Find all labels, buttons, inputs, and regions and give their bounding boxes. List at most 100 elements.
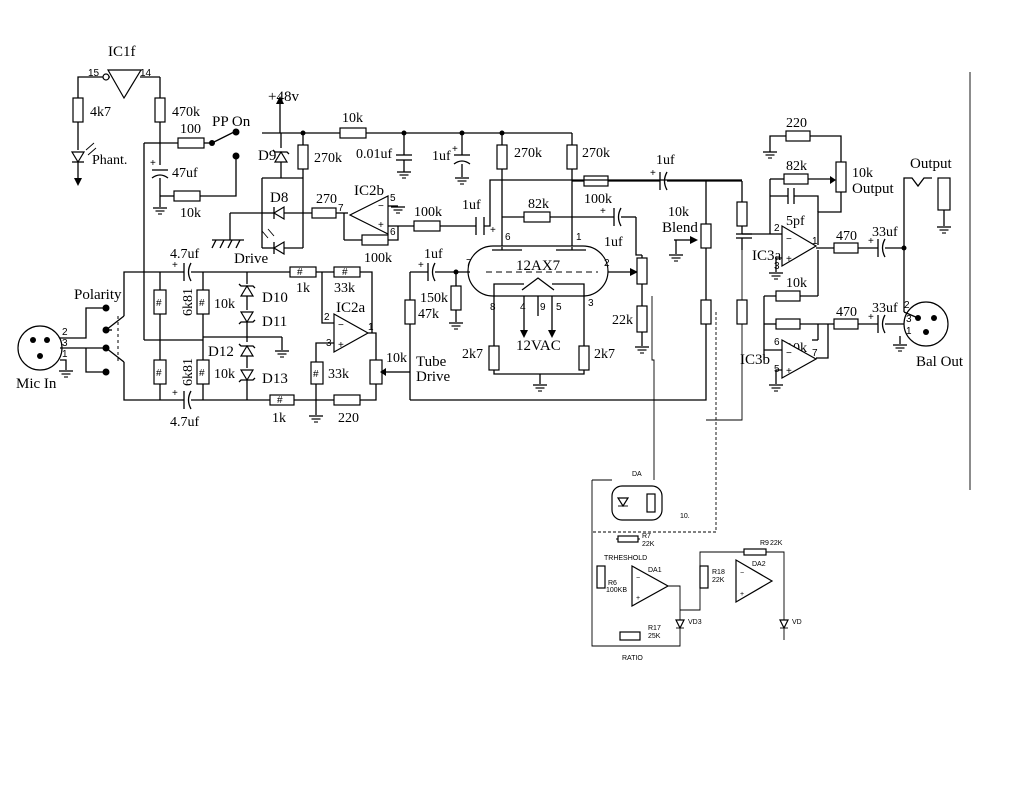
ic2b-pin7: 7 <box>338 203 344 214</box>
c1uf-out-label: 1uf <box>656 153 675 168</box>
xlr-out-pin1: 1 <box>906 326 912 337</box>
r82k-top-label: 82k <box>786 159 807 174</box>
resistor-270k-b <box>496 144 508 170</box>
bal-out-label: Bal Out <box>916 354 964 370</box>
r6k81-a-label: 6k81 <box>181 288 196 316</box>
threshold-label: TRHESHOLD <box>604 555 647 562</box>
xlr-out-pin3: 3 <box>906 314 912 325</box>
r1k-bot-label: 1k <box>272 411 286 426</box>
opamp-ic3b: − + <box>781 338 818 380</box>
resistor-1k-top <box>289 266 317 278</box>
resistor-22k <box>636 305 648 333</box>
resistor-470-a <box>833 242 859 254</box>
resistor-270k-c <box>566 144 578 170</box>
c1uf-grid-label: 1uf <box>424 247 443 262</box>
r10k-tube-label: 10k <box>386 351 407 366</box>
xlr-in-pin1: 1 <box>62 349 68 360</box>
d9-label: D9 <box>258 148 276 164</box>
r4k7-label: 4k7 <box>90 105 111 120</box>
ic2b-pin5: 5 <box>390 193 396 204</box>
ten-label: 10. <box>680 513 690 520</box>
tube-pin1: 1 <box>576 232 582 243</box>
svg-text:+: + <box>868 312 874 323</box>
pp-on-label: PP On <box>212 114 251 130</box>
tube-pin4: 4 <box>520 302 526 313</box>
r10k-a-label: 10k <box>214 297 235 312</box>
svg-text:+: + <box>172 260 178 271</box>
tube-pin8: 8 <box>490 302 496 313</box>
tube-drive-label-2: Drive <box>416 369 450 385</box>
xlr-in-pin2: 2 <box>62 327 68 338</box>
d8-label: D8 <box>270 190 288 206</box>
r17-label: R17 <box>648 625 661 632</box>
d13-label: D13 <box>262 371 288 387</box>
potentiometer-tube-out <box>636 257 648 285</box>
resistor-82k-top <box>783 173 809 185</box>
svg-text:+: + <box>740 591 744 598</box>
r6-label: R6 <box>608 580 617 587</box>
resistor-33k-bot <box>310 361 324 385</box>
phant-label: Phant. <box>92 153 127 168</box>
svg-text:#: # <box>199 368 205 379</box>
svg-text:+: + <box>868 236 874 247</box>
r470k-label: 470k <box>172 105 200 120</box>
ic3a-pin1: 1 <box>812 236 818 247</box>
c33uf-b-label: 33uf <box>872 301 898 316</box>
r10k-ic3-label: 10k <box>786 276 807 291</box>
heater-label: 12VAC <box>516 338 561 354</box>
svg-text:−: − <box>338 320 344 331</box>
ic3a-label: IC3a <box>752 248 782 264</box>
led-d8 <box>272 205 285 221</box>
resistor-270k-a <box>297 144 309 170</box>
r22k-label: 22k <box>612 313 633 328</box>
tube-pin3: 3 <box>588 298 594 309</box>
ic1f-pin14: 14 <box>140 68 152 79</box>
svg-text:+: + <box>172 388 178 399</box>
c1uf-mid-label: 1uf <box>604 235 623 250</box>
ic3a-pin2: 2 <box>774 223 780 234</box>
c5pf-label: 5pf <box>786 214 805 229</box>
xlr-in-pin3: 3 <box>62 338 68 349</box>
output-header-label: Output <box>910 156 953 172</box>
svg-text:+: + <box>636 595 640 602</box>
xlr-connector-out <box>903 301 949 347</box>
r10k-b-label: 10k <box>214 367 235 382</box>
r9-label: R9 <box>760 540 769 547</box>
r1k-top-label: 1k <box>296 281 310 296</box>
resistor-220-top <box>785 130 811 142</box>
blend-label: Blend <box>662 220 698 236</box>
capacitor-47uf <box>151 169 169 179</box>
ic2b-label: IC2b <box>354 183 384 199</box>
r470-a-label: 470 <box>836 229 857 244</box>
r7-value: 22K <box>642 541 655 548</box>
r270k-c-label: 270k <box>582 146 610 161</box>
resistor-blend-low <box>700 299 712 325</box>
svg-text:#: # <box>156 368 162 379</box>
tube-drive-label-1: Tube <box>416 354 447 370</box>
svg-text:−: − <box>786 234 792 245</box>
r82k-mid-label: 82k <box>528 197 549 212</box>
resistor-10k-ic3b <box>775 318 801 330</box>
resistor-220-bot <box>333 394 361 406</box>
resistor-2k7-b <box>578 345 590 371</box>
resistor-270 <box>311 207 337 219</box>
da2-label: DA2 <box>752 561 766 568</box>
opamp-ic2b: − + <box>348 195 389 235</box>
jack-output <box>937 177 951 211</box>
resistor-4k7 <box>72 97 84 123</box>
resistor-ic3a-low <box>736 299 748 325</box>
r2k7-a-label: 2k7 <box>462 347 483 362</box>
ic1f-label: IC1f <box>108 44 136 60</box>
svg-text:−: − <box>378 201 384 212</box>
resistor-100 <box>177 137 205 149</box>
resistor-100k-b <box>583 175 609 187</box>
xlr-out-pin2: 2 <box>904 300 910 311</box>
c1uf-a-label: 1uf <box>462 198 481 213</box>
d11-label: D11 <box>262 314 287 330</box>
r7-label: R7 <box>642 533 651 540</box>
r18-label: R18 <box>712 569 725 576</box>
polarity-switch[interactable] <box>102 304 125 376</box>
r33k-top-label: 33k <box>334 281 355 296</box>
svg-text:+: + <box>378 220 384 231</box>
ic2a-pin1: 1 <box>368 322 374 333</box>
